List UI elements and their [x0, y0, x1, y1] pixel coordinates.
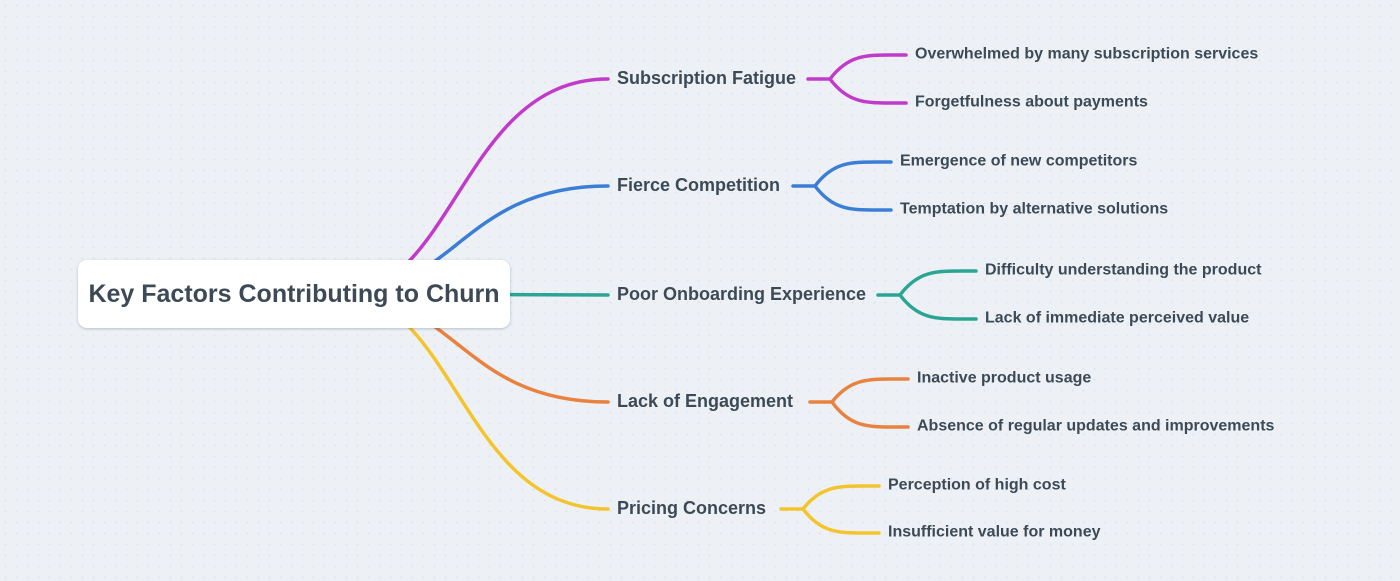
child-label[interactable]: Forgetfulness about payments	[915, 93, 1148, 111]
branch-label[interactable]: Fierce Competition	[617, 175, 781, 196]
root-node[interactable]: Key Factors Contributing to Churn	[78, 260, 510, 328]
child-label[interactable]: Overwhelmed by many subscription service…	[915, 45, 1259, 63]
child-label[interactable]: Inactive product usage	[917, 369, 1092, 387]
branch-label[interactable]: Pricing Concerns	[617, 498, 767, 519]
branch-label[interactable]: Lack of Engagement	[617, 391, 794, 412]
child-label[interactable]: Absence of regular updates and improveme…	[917, 417, 1275, 435]
child-label[interactable]: Temptation by alternative solutions	[900, 200, 1169, 218]
child-label[interactable]: Perception of high cost	[888, 476, 1066, 494]
branch-label[interactable]: Poor Onboarding Experience	[617, 284, 867, 305]
branch-label[interactable]: Subscription Fatigue	[617, 68, 797, 89]
child-label[interactable]: Lack of immediate perceived value	[985, 309, 1250, 327]
child-label[interactable]: Difficulty understanding the product	[985, 261, 1262, 279]
root-node-label: Key Factors Contributing to Churn	[88, 279, 500, 308]
child-label[interactable]: Insufficient value for money	[888, 523, 1101, 541]
child-label[interactable]: Emergence of new competitors	[900, 152, 1138, 170]
